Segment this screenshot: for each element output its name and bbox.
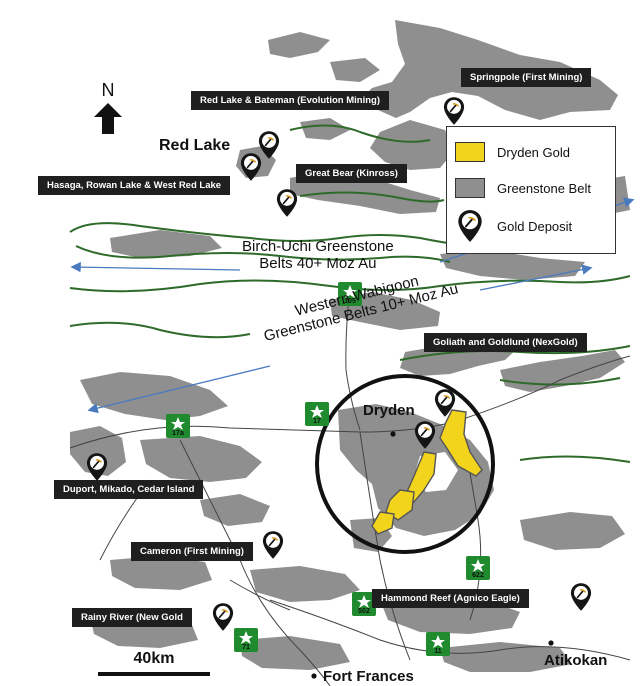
deposit-tag-hammond-reef: Hammond Reef (Agnico Eagle) [372,589,529,608]
north-arrow-icon [94,103,122,134]
gold-deposit-pin-icon [86,452,108,482]
legend-swatch-greenstone-belt [455,178,485,198]
highway-11-shield: 11 [426,632,450,656]
atikokan-town-dot [548,640,554,646]
legend-label-greenstone-belt: Greenstone Belt [497,180,591,196]
scale-bar: 40km [98,650,210,676]
dryden-town-dot [390,431,396,437]
gold-deposit-pin-icon [443,96,465,126]
highway-17-shield: 17 [305,402,329,426]
highway-105-shield: 105 [338,282,362,306]
legend-item-gold-deposit: Gold Deposit [455,210,573,242]
legend-swatch-dryden-gold [455,142,485,162]
deposit-tag-hasaga: Hasaga, Rowan Lake & West Red Lake [38,176,231,195]
highway-11-label: 11 [434,648,442,655]
place-red-lake: Red Lake [159,137,231,154]
gold-deposit-pin-icon [262,530,284,560]
legend-label-gold-deposit: Gold Deposit [497,218,573,234]
place-atikokan: Atikokan [544,652,608,669]
highway-622-shield: 622 [466,556,490,580]
gold-deposit-pin-icon [276,188,298,218]
place-fort-frances: Fort Frances [323,668,414,685]
legend-label-dryden-gold: Dryden Gold [497,144,570,160]
dryden-area-circle [315,374,495,554]
scale-bar-label: 40km [133,650,175,667]
belt-label-birch-uchi-line2: Belts 40+ Moz Au [259,255,377,272]
gold-deposit-pin-icon [570,582,592,612]
scale-bar-line [98,672,210,676]
legend-item-greenstone-belt: Greenstone Belt [455,175,591,201]
highway-105-label: 105 [344,298,356,305]
highway-71-label: 71 [242,644,250,651]
deposit-tag-rainy-river: Rainy River (New Gold [72,608,192,627]
belt-label-birch-uchi: Birch-Uchi Greenstone Belts 40+ Moz Au [242,238,394,272]
highway-17a-shield: 17a [166,414,190,438]
north-letter: N [101,80,115,100]
legend-item-dryden-gold: Dryden Gold [455,139,570,165]
deposit-tag-red-lake-bateman: Red Lake & Bateman (Evolution Mining) [191,91,389,110]
gold-deposit-pin-icon [212,602,234,632]
deposit-tag-cameron: Cameron (First Mining) [131,542,253,561]
highway-502-shield: 502 [352,592,376,616]
highway-502-label: 502 [358,608,370,615]
fort-frances-town-dot [311,673,317,679]
north-arrow: N [93,80,123,140]
highway-71-shield: 71 [234,628,258,652]
highway-17a-label: 17a [172,430,184,437]
dryden-gold-property [371,409,483,535]
deposit-tag-great-bear: Great Bear (Kinross) [296,164,407,183]
deposit-tag-duport: Duport, Mikado, Cedar Island [54,480,204,499]
map-legend: Dryden Gold Greenstone Belt Gold Deposit [446,126,616,254]
highway-622-label: 622 [472,572,484,579]
belt-label-birch-uchi-line1: Birch-Uchi Greenstone [242,238,394,255]
gold-deposit-pin-icon [458,210,482,242]
highway-shields: 105 17 17a 622 502 71 [166,282,490,656]
deposit-tag-goliath: Goliath and Goldlund (NexGold) [424,333,587,352]
place-dryden: Dryden [363,402,415,419]
deposit-tag-springpole: Springpole (First Mining) [461,68,592,87]
greenstone-boundary-lines [69,124,631,463]
highway-17-label: 17 [313,418,321,425]
